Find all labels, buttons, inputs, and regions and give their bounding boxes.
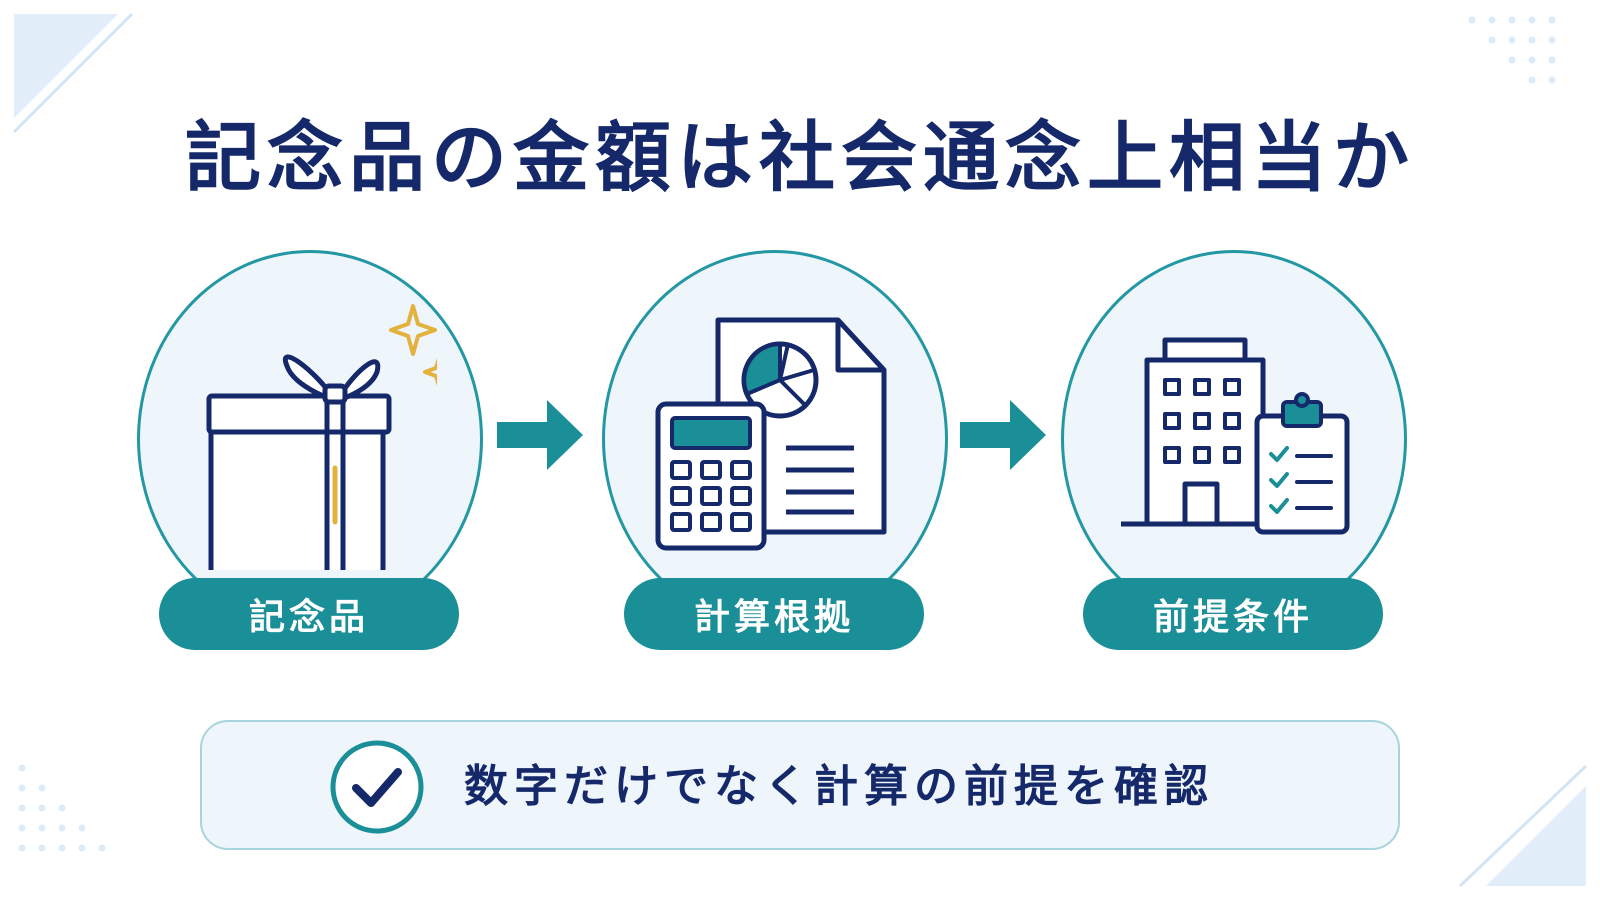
- dot-pattern-top-right: [1468, 16, 1556, 84]
- arrow-right-icon: [497, 400, 583, 470]
- step-gift: 記念品: [137, 250, 483, 650]
- calculator-document-icon: [655, 317, 887, 551]
- arrow-right-icon: [960, 400, 1046, 470]
- step-label-conditions: 前提条件: [1083, 578, 1383, 650]
- step-conditions: 前提条件: [1061, 250, 1407, 650]
- step-calculation: 計算根拠: [602, 250, 948, 650]
- step-label-calculation: 計算根拠: [624, 578, 924, 650]
- note-text: 数字だけでなく計算の前提を確認: [464, 761, 1214, 812]
- page-title: 記念品の金額は社会通念上相当か: [185, 113, 1415, 202]
- dot-pattern-bottom-left: [18, 764, 106, 852]
- building-checklist-icon: [1121, 337, 1350, 535]
- corner-decoration-bottom-right: [1458, 764, 1588, 888]
- step-label-gift: 記念品: [159, 578, 459, 650]
- note-box: 数字だけでなく計算の前提を確認: [200, 720, 1400, 850]
- gift-icon: [206, 304, 437, 570]
- check-circle-icon: [330, 740, 424, 834]
- corner-decoration-top-left: [12, 12, 134, 134]
